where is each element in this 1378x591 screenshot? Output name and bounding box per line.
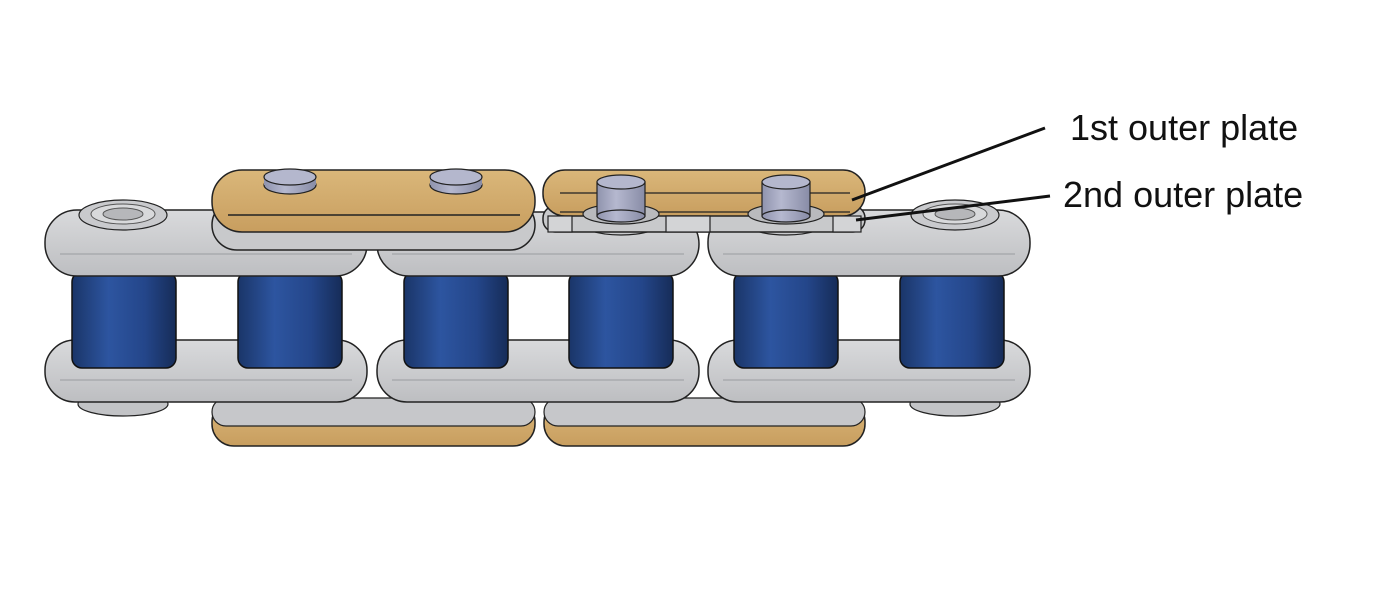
leader-lines [851, 126, 1051, 222]
label-second-outer-plate: 2nd outer plate [1063, 174, 1304, 215]
outer-plate-left [211, 168, 536, 251]
bottom-inner-plates [44, 339, 1031, 403]
outer-plate-right-stack [542, 169, 866, 233]
top-inner-plates [44, 209, 1031, 277]
bottom-outer-plates [211, 397, 866, 447]
leader-line-second-outer-plate [855, 194, 1051, 222]
label-first-outer-plate: 1st outer plate [1070, 107, 1299, 148]
leader-line-first-outer-plate [851, 126, 1046, 202]
rollers [71, 271, 1005, 369]
